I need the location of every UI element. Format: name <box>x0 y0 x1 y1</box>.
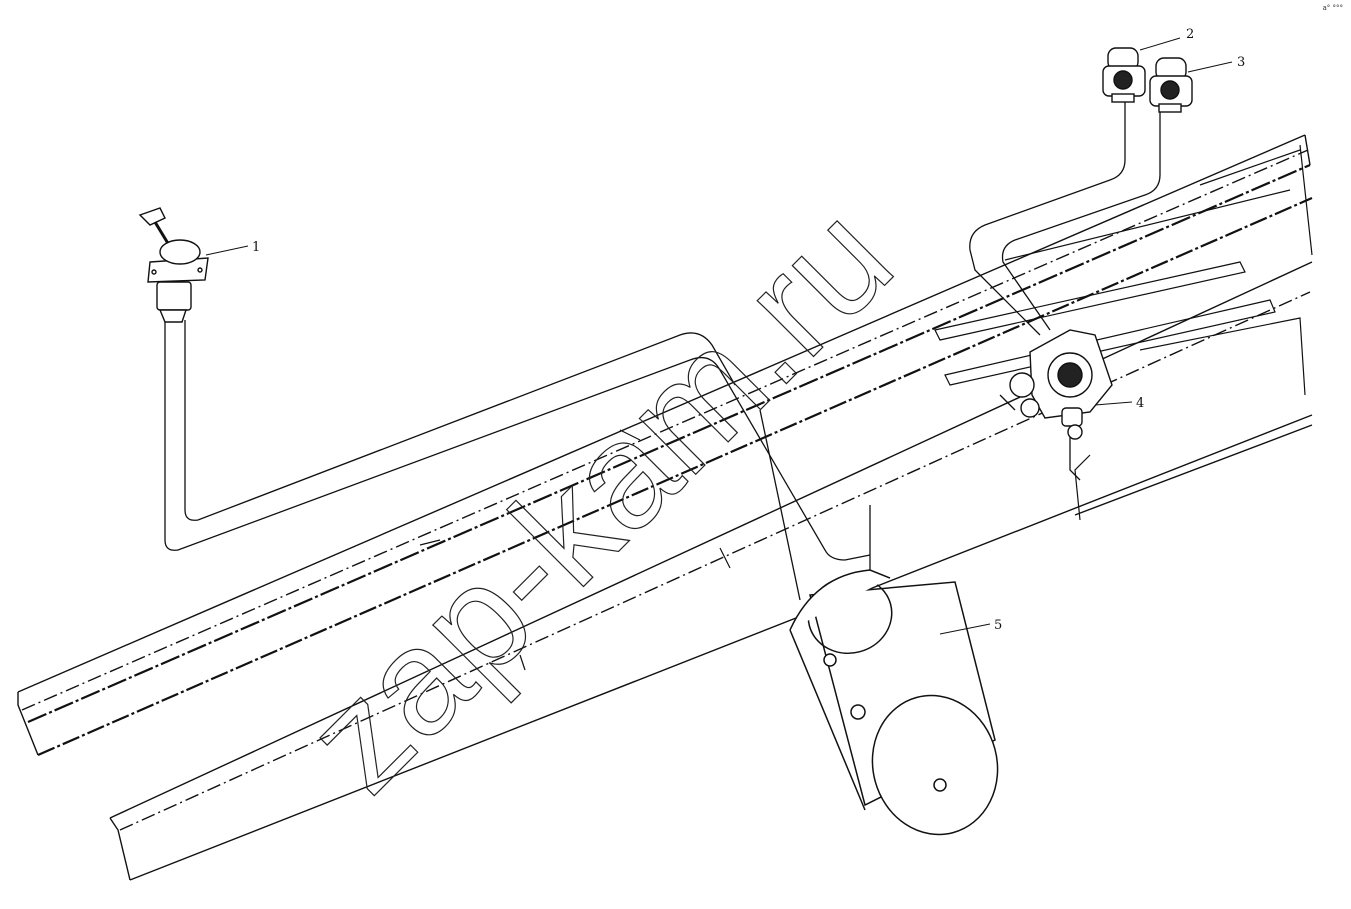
air-lines <box>164 100 1161 601</box>
coupling-head-2 <box>1102 47 1146 103</box>
cross-member <box>419 144 1313 671</box>
air-tank <box>789 569 999 836</box>
watermark-text: zap-kam.ru <box>274 173 923 822</box>
frame-rail-lower <box>109 261 1313 881</box>
callout-4: 4 <box>1136 396 1144 411</box>
control-valve <box>1009 329 1113 440</box>
leader-lines <box>205 37 1233 635</box>
callout-3: 3 <box>1237 55 1245 70</box>
callout-5: 5 <box>994 618 1002 633</box>
corner-mark: a° °°° <box>1322 4 1343 12</box>
frame-rail-upper <box>17 134 1313 757</box>
coupling-head-3 <box>1149 57 1193 113</box>
hand-brake-valve <box>138 207 209 323</box>
callout-1: 1 <box>252 240 260 255</box>
callout-2: 2 <box>1186 27 1194 42</box>
